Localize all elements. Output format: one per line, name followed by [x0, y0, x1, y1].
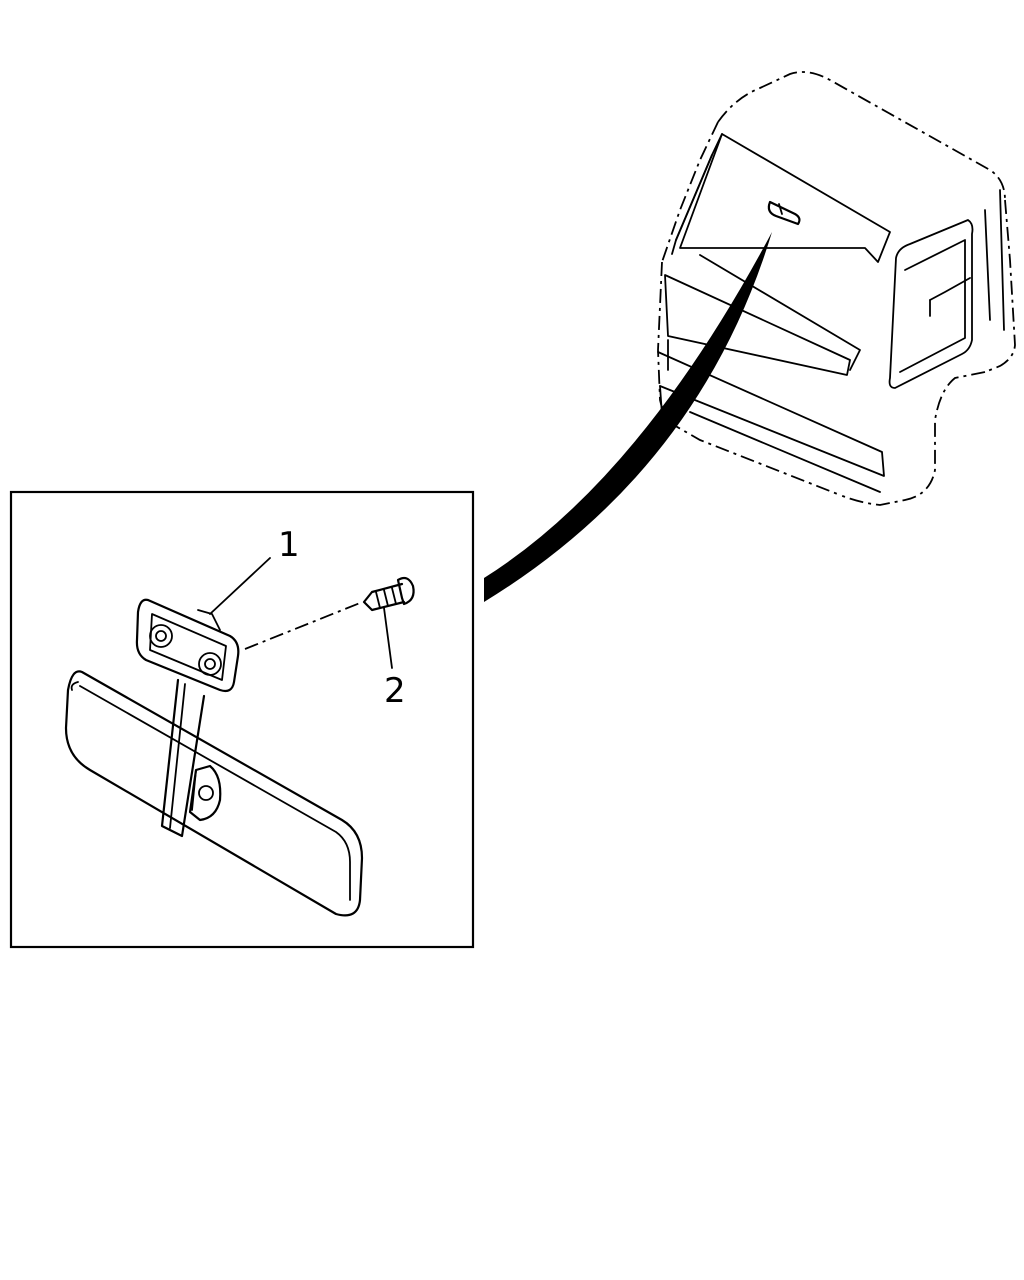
screw [362, 576, 415, 612]
vehicle-outline [657, 71, 1016, 506]
assembly-line [244, 602, 361, 650]
detail-frame [9, 490, 475, 949]
callout-1: 1 [209, 525, 300, 615]
callout-1-label: 1 [278, 525, 300, 565]
pointer-wedge [484, 232, 772, 602]
callout-2-label: 2 [384, 671, 406, 711]
callout-2: 2 [383, 607, 406, 711]
rear-view-mirror [64, 598, 364, 917]
